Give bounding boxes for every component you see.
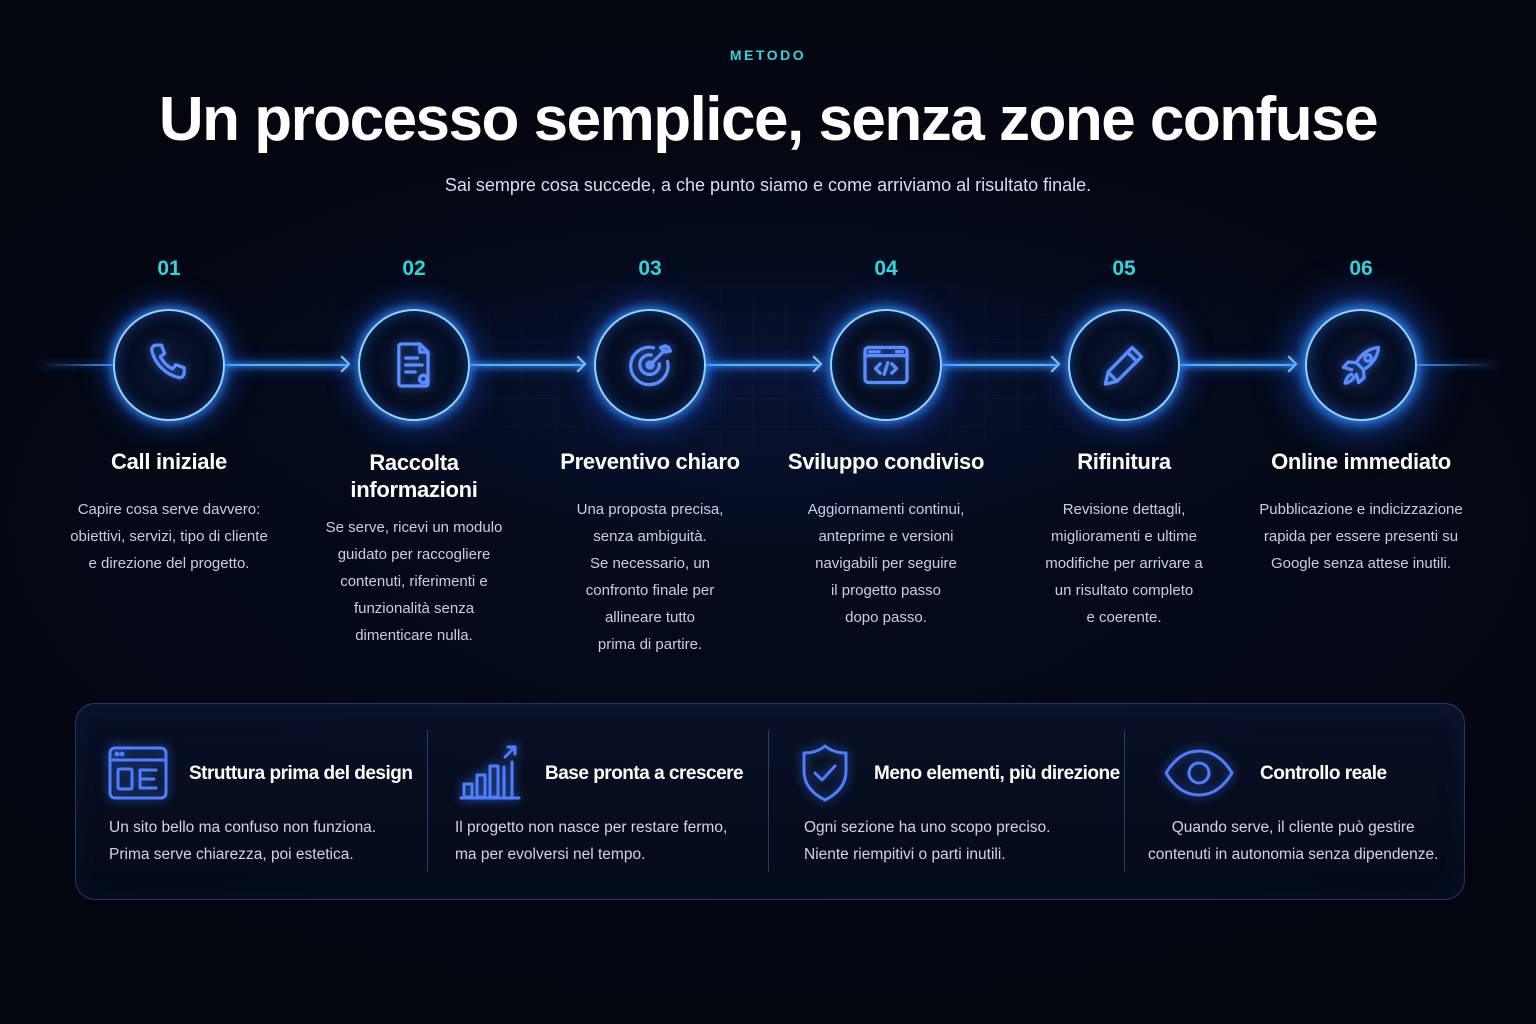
feature-icon-wrap xyxy=(793,743,857,803)
code-window-icon xyxy=(863,345,909,385)
eye-icon xyxy=(1164,749,1234,797)
step-description: Se serve, ricevi un modulo guidato per r… xyxy=(325,519,503,644)
step-number: 02 xyxy=(402,257,426,280)
connector-1-2 xyxy=(225,364,347,366)
step-title: Online immediato xyxy=(1271,449,1451,474)
step-icon-circle xyxy=(1305,309,1417,421)
step-description: Capire cosa serve davvero: obiettivi, se… xyxy=(70,501,268,572)
step-icon-circle xyxy=(830,309,942,421)
feature-description: Un sito bello ma confuso non funziona. P… xyxy=(109,819,377,863)
step-icon-circle xyxy=(594,309,706,421)
timeline-line-end xyxy=(1417,364,1497,366)
feature-growth: Base pronta a crescere Il progetto non n… xyxy=(450,703,760,900)
page-subtitle: Sai sempre cosa succede, a che punto sia… xyxy=(444,175,1092,195)
step-icon-circle xyxy=(1068,309,1180,421)
step-number: 01 xyxy=(157,257,181,280)
step-description: Aggiornamenti continui, anteprime e vers… xyxy=(807,501,965,626)
step-title: Rifinitura xyxy=(1077,449,1171,474)
rocket-icon xyxy=(1341,345,1381,385)
features-panel xyxy=(75,703,1465,900)
feature-title: Controllo reale xyxy=(1260,763,1387,784)
step-description: Una proposta precisa, senza ambiguità. S… xyxy=(576,501,724,653)
connector-3-4 xyxy=(706,364,819,366)
step-number: 06 xyxy=(1349,257,1373,280)
timeline-line-start xyxy=(40,364,114,366)
connector-2-3 xyxy=(470,364,583,366)
step-title: Call iniziale xyxy=(111,449,227,474)
feature-icon-wrap xyxy=(106,743,170,803)
feature-title: Struttura prima del design xyxy=(189,763,413,784)
feature-icon-wrap xyxy=(458,743,522,803)
panel-divider xyxy=(427,730,428,872)
layout-window-icon xyxy=(108,746,168,800)
growth-chart-icon xyxy=(459,745,521,800)
step-icon-circle xyxy=(113,309,225,421)
phone-icon xyxy=(150,343,186,380)
shield-check-icon xyxy=(802,744,848,802)
step-title: Raccolta informazioni xyxy=(350,450,478,502)
connector-4-5 xyxy=(942,364,1057,366)
feature-description: Ogni sezione ha uno scopo preciso. Nient… xyxy=(804,819,1051,863)
panel-divider xyxy=(768,730,769,872)
feature-description: Il progetto non nasce per restare fermo,… xyxy=(455,819,728,863)
feature-title: Base pronta a crescere xyxy=(545,763,744,784)
section-eyebrow: METODO xyxy=(729,47,807,63)
step-description: Pubblicazione e indicizzazione rapida pe… xyxy=(1259,501,1463,572)
feature-structure: Struttura prima del design Un sito bello… xyxy=(100,703,420,900)
step-number: 05 xyxy=(1112,257,1136,280)
step-title: Preventivo chiaro xyxy=(560,449,740,474)
document-icon xyxy=(397,342,430,388)
target-icon xyxy=(629,344,672,387)
step-title: Sviluppo condiviso xyxy=(787,449,985,474)
pencil-icon xyxy=(1103,345,1144,386)
step-number: 03 xyxy=(638,257,662,280)
page-title: Un processo semplice, senza zone confuse xyxy=(158,85,1379,154)
connector-5-6 xyxy=(1180,364,1294,366)
step-icon-circle xyxy=(358,309,470,421)
feature-title: Meno elementi, più direzione xyxy=(874,763,1120,784)
feature-direction: Meno elementi, più direzione Ogni sezion… xyxy=(793,703,1120,900)
feature-control: Controllo reale Quando serve, il cliente… xyxy=(1145,703,1460,900)
panel-divider xyxy=(1124,730,1125,872)
step-number: 04 xyxy=(874,257,898,280)
feature-description: Quando serve, il cliente può gestire con… xyxy=(1148,819,1439,863)
grid-background xyxy=(60,230,1480,510)
feature-icon-wrap xyxy=(1163,743,1235,803)
step-description: Revisione dettagli, miglioramenti e ulti… xyxy=(1045,501,1203,626)
